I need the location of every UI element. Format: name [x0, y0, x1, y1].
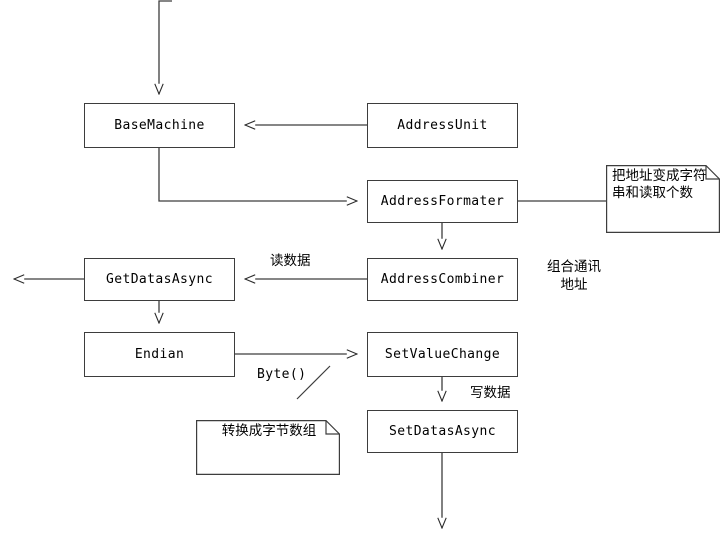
edge-label-write-data: 写数据 — [470, 385, 511, 401]
node-label: BaseMachine — [114, 118, 205, 133]
note-text: 把地址变成字符串和读取个数 — [612, 168, 707, 201]
node-label: SetValueChange — [384, 347, 501, 362]
edge-entry-to-basemachine — [159, 0, 172, 94]
node-address-combiner[interactable]: AddressCombiner — [367, 258, 518, 301]
node-label: AddressUnit — [397, 118, 488, 133]
note-shape-icon — [196, 420, 340, 475]
node-label: AddressCombiner — [380, 272, 505, 287]
node-base-machine[interactable]: BaseMachine — [84, 103, 235, 148]
node-set-datas-async[interactable]: SetDatasAsync — [367, 410, 518, 453]
edge-basemachine-to-addressformater — [158, 148, 357, 201]
note-text: 转换成字节数组 — [221, 423, 317, 439]
node-label: Endian — [134, 347, 185, 362]
node-get-datas-async[interactable]: GetDatasAsync — [84, 258, 235, 301]
note-address-format: 把地址变成字符串和读取个数 — [606, 165, 720, 233]
node-address-unit[interactable]: AddressUnit — [367, 103, 518, 148]
note-shape-icon — [606, 165, 720, 233]
node-label: SetDatasAsync — [389, 424, 496, 439]
edge-label-read-data: 读数据 — [270, 253, 311, 269]
node-set-value-change[interactable]: SetValueChange — [367, 332, 518, 377]
edge-label-byte: Byte() — [257, 367, 307, 382]
node-endian[interactable]: Endian — [84, 332, 235, 377]
note-connector-byte-array — [296, 365, 331, 400]
note-byte-array: 转换成字节数组 — [196, 420, 340, 475]
annotation-combine-address: 组合通讯 地址 — [547, 259, 601, 293]
node-address-formater[interactable]: AddressFormater — [367, 180, 518, 223]
node-label: GetDatasAsync — [106, 272, 213, 287]
node-label: AddressFormater — [380, 194, 505, 209]
